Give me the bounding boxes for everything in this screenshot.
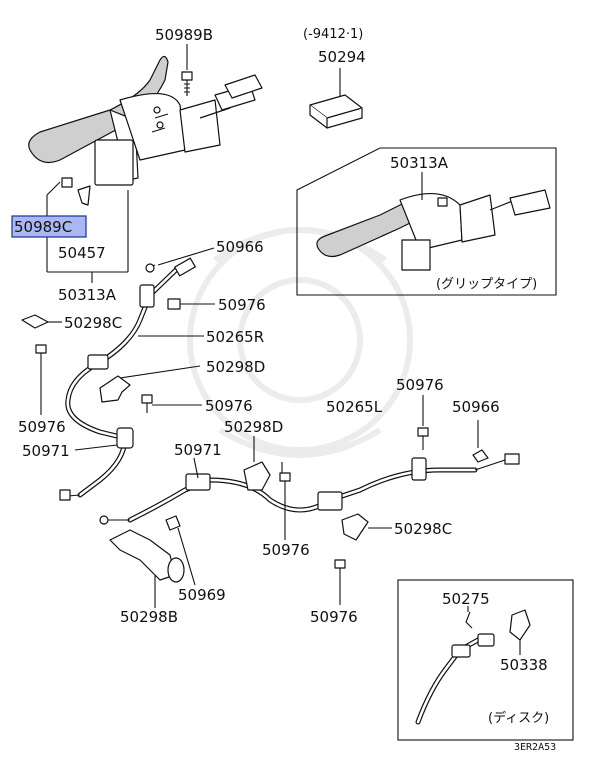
- cable-end-50966-b: [472, 449, 489, 463]
- label-50298D-b: 50298D: [224, 418, 283, 436]
- label-50298B: 50298B: [120, 608, 178, 626]
- label-50969: 50969: [178, 586, 226, 604]
- label-50457: 50457: [58, 244, 106, 262]
- inset-grip-type: [296, 147, 557, 296]
- bracket-50298D-b: [243, 461, 271, 491]
- parking-brake-lever: [28, 55, 221, 186]
- label-50265L: 50265L: [326, 398, 383, 416]
- bracket-50294: [309, 94, 363, 129]
- clip-50298C-a: [21, 314, 49, 329]
- label-diagram-code: 3ER2A53: [514, 742, 556, 753]
- bolt-50976-d: [417, 427, 429, 450]
- label-50298D-a: 50298D: [206, 358, 265, 376]
- label-50294: 50294: [318, 48, 366, 66]
- label-50298C-b: 50298C: [394, 520, 452, 538]
- bolt-50989B: [181, 71, 193, 96]
- bolt-50976-e: [279, 472, 291, 495]
- cable-50265R: [59, 265, 181, 501]
- label-50971-b: 50971: [174, 441, 222, 459]
- clip-50298C-b: [341, 513, 369, 541]
- label-50976-d: 50976: [396, 376, 444, 394]
- cable-50265L: [99, 453, 520, 525]
- bolt-50976-f: [334, 559, 346, 582]
- label-disc: (ディスク): [488, 710, 549, 726]
- bolt-50976-c: [141, 394, 202, 413]
- label-50966-b: 50966: [452, 398, 500, 416]
- label-date-code: (-9412·1): [303, 27, 363, 42]
- label-50966-top: 50966: [216, 238, 264, 256]
- label-50313A-inset: 50313A: [390, 154, 449, 172]
- label-50971-a: 50971: [22, 442, 70, 460]
- nut-50969: [165, 515, 181, 531]
- label-50976-c: 50976: [205, 397, 253, 415]
- label-50275: 50275: [442, 590, 490, 608]
- cable-end-50966: [145, 257, 196, 277]
- inset-disc: [397, 579, 574, 741]
- label-50265R: 50265R: [206, 328, 264, 346]
- label-50338: 50338: [500, 656, 548, 674]
- lever-cable-bracket: [199, 74, 263, 119]
- label-50989B: 50989B: [155, 26, 213, 44]
- bolt-50976-a: [167, 298, 215, 310]
- label-50313A: 50313A: [58, 286, 117, 304]
- label-50976-e: 50976: [262, 541, 310, 559]
- highlight-50989C: [11, 215, 87, 238]
- label-50976-f: 50976: [310, 608, 358, 626]
- bolt-50976-b: [35, 344, 47, 366]
- label-50976-a: 50976: [218, 296, 266, 314]
- bracket-50298B: [109, 529, 185, 583]
- label-grip-type: (グリップタイプ): [436, 277, 537, 292]
- watermark-emblem: [187, 227, 413, 458]
- bracket-50298D-a: [99, 365, 201, 403]
- label-50976-b: 50976: [18, 418, 66, 436]
- label-50989C: 50989C: [14, 218, 72, 236]
- label-50298C-a: 50298C: [64, 314, 122, 332]
- bolt-50989C: [61, 177, 91, 206]
